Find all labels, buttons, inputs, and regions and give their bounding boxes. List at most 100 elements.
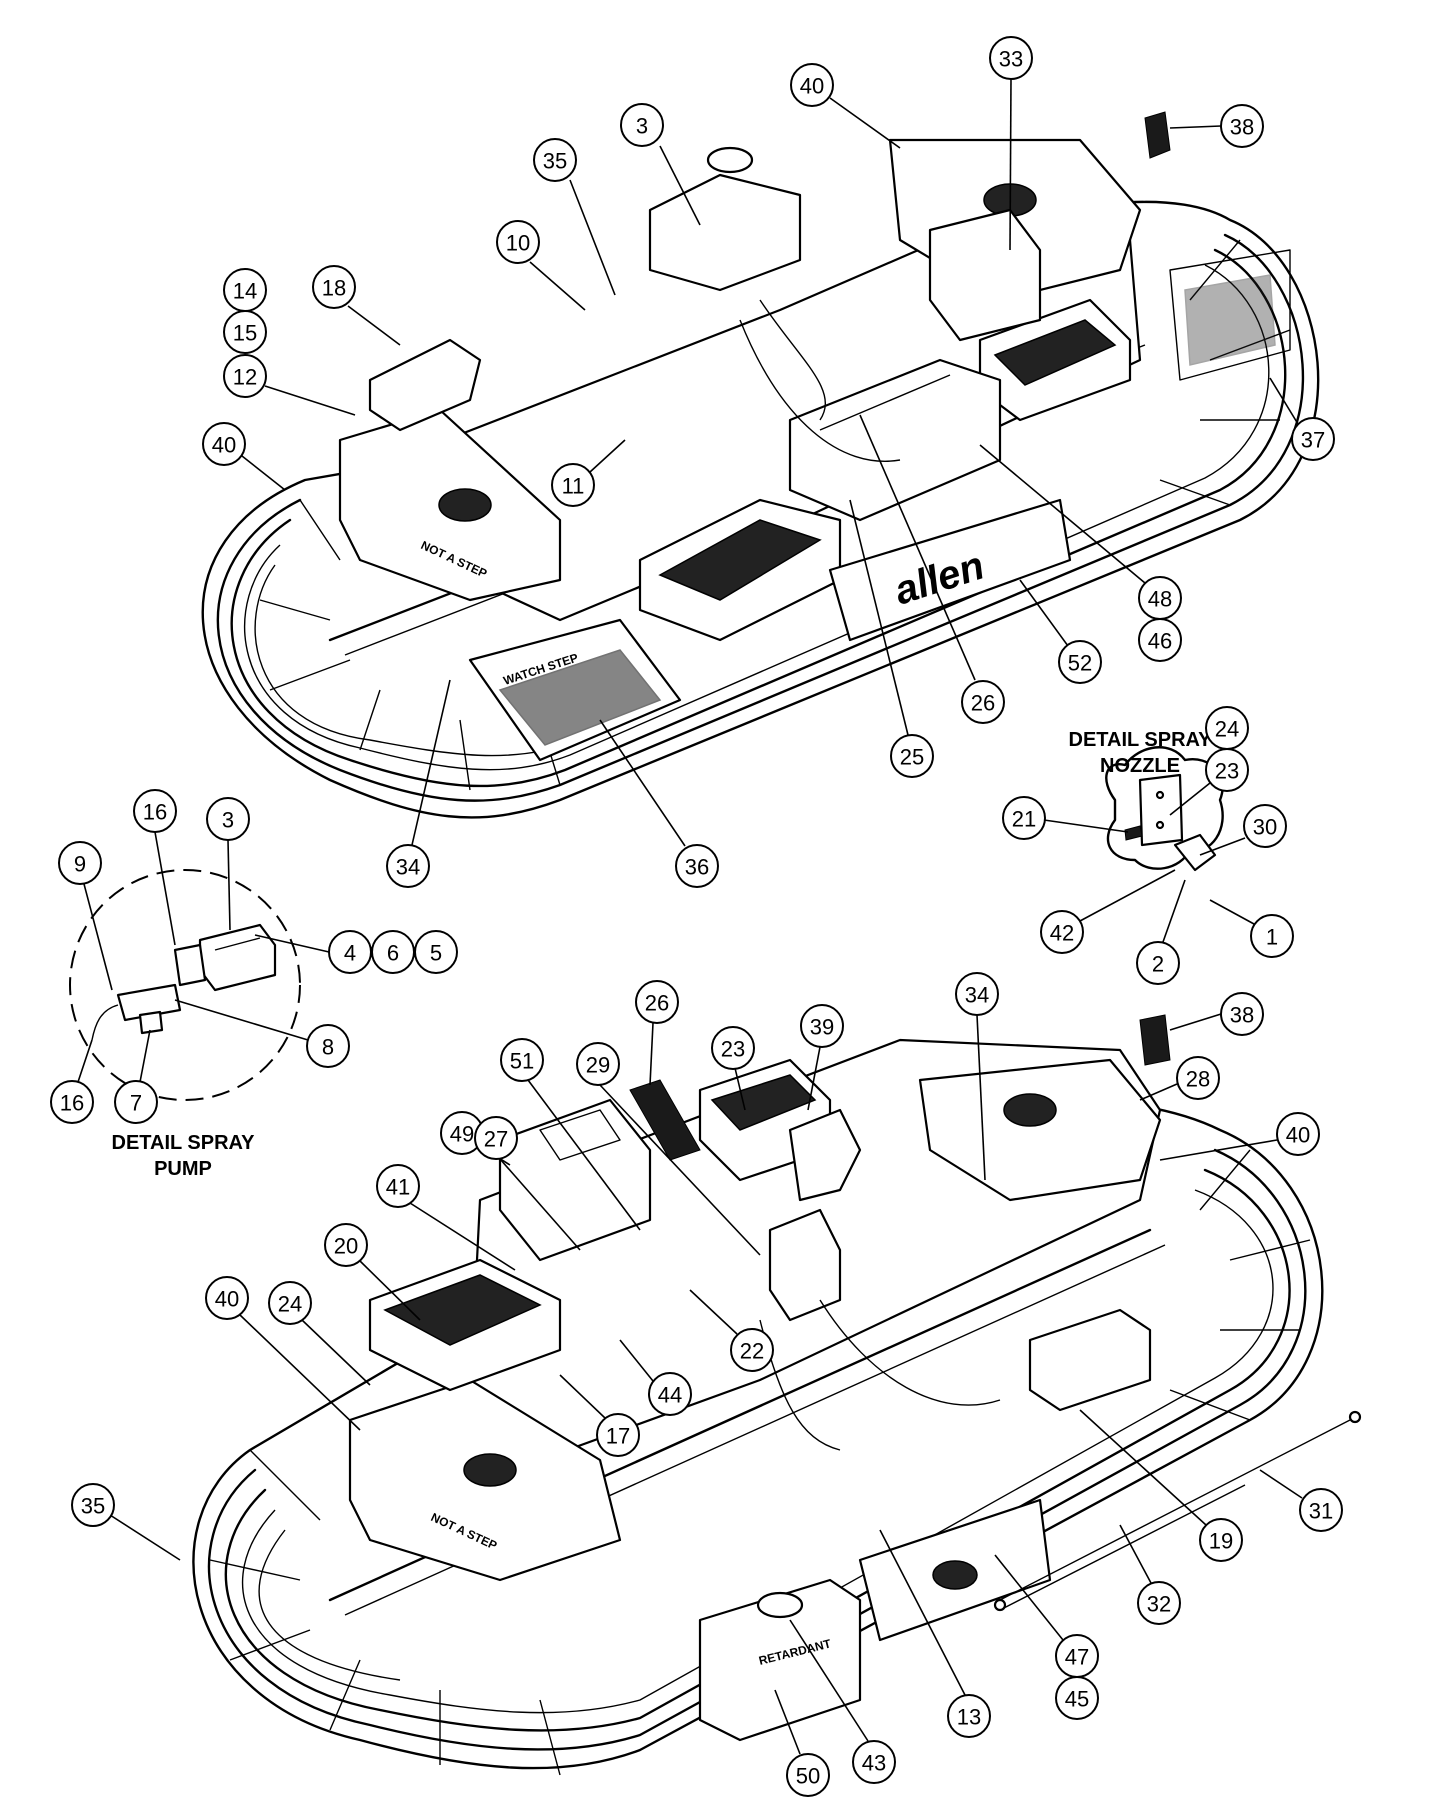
callout-number: 6 bbox=[387, 941, 399, 966]
callout-circle bbox=[312, 265, 356, 309]
callout-circle bbox=[206, 797, 250, 841]
callout-number: 23 bbox=[1215, 759, 1239, 784]
leader-line bbox=[1199, 837, 1246, 856]
leader-line bbox=[1169, 1013, 1222, 1031]
callout-bubble: 16 bbox=[50, 1080, 94, 1124]
callout-bubble: 12 bbox=[223, 354, 267, 398]
callout-bubble: 2 bbox=[1136, 941, 1180, 985]
callout-bubble: 24 bbox=[268, 1281, 312, 1325]
callout-number: 4 bbox=[344, 941, 356, 966]
leader-line bbox=[264, 385, 356, 416]
callouts-top: 40 33 38 3 35 10 14 15 18 12 40 11 37 48… bbox=[202, 36, 1335, 888]
callout-bubble: 38 bbox=[1220, 992, 1264, 1036]
leader-line bbox=[859, 414, 976, 681]
leader-line bbox=[301, 1319, 371, 1386]
callout-number: 8 bbox=[322, 1035, 334, 1060]
leader-line bbox=[241, 455, 286, 491]
callout-number: 39 bbox=[810, 1015, 834, 1040]
callout-circle bbox=[1137, 1581, 1181, 1625]
callout-number: 28 bbox=[1186, 1067, 1210, 1092]
callout-circle bbox=[635, 980, 679, 1024]
callout-circle bbox=[306, 1024, 350, 1068]
callout-circle bbox=[1040, 910, 1084, 954]
callout-bubble: 44 bbox=[648, 1372, 692, 1416]
callout-circle bbox=[551, 463, 595, 507]
leader-line bbox=[77, 1039, 93, 1083]
leader-line bbox=[1139, 1083, 1178, 1101]
callout-bubble: 1 bbox=[1250, 914, 1294, 958]
callout-number: 32 bbox=[1147, 1592, 1171, 1617]
callout-number: 35 bbox=[543, 149, 567, 174]
leader-line bbox=[1162, 879, 1186, 943]
callout-number: 15 bbox=[233, 321, 257, 346]
leader-line bbox=[879, 1529, 966, 1696]
leader-line bbox=[649, 1022, 654, 1086]
callout-bubble: 51 bbox=[500, 1038, 544, 1082]
callout-circle bbox=[730, 1328, 774, 1372]
callout-bubble: 22 bbox=[730, 1328, 774, 1372]
callout-circle bbox=[114, 1080, 158, 1124]
callout-number: 3 bbox=[636, 114, 648, 139]
callout-circle bbox=[1058, 640, 1102, 684]
callout-bubble: 26 bbox=[635, 980, 679, 1024]
callout-circle bbox=[989, 36, 1033, 80]
callout-bubble: 50 bbox=[786, 1753, 830, 1797]
callout-circle bbox=[1138, 618, 1182, 662]
callout-number: 40 bbox=[212, 433, 236, 458]
leader-line bbox=[174, 999, 309, 1041]
callout-circle bbox=[205, 1276, 249, 1320]
callout-circle bbox=[596, 1413, 640, 1457]
callout-number: 1 bbox=[1266, 925, 1278, 950]
callout-bubble: 17 bbox=[596, 1413, 640, 1457]
leader-line bbox=[154, 831, 176, 946]
leader-line bbox=[1269, 377, 1299, 425]
callout-bubble: 40 bbox=[205, 1276, 249, 1320]
callout-circle bbox=[133, 789, 177, 833]
leader-line bbox=[689, 1289, 738, 1335]
leader-line bbox=[1169, 782, 1211, 816]
leader-line bbox=[994, 1554, 1064, 1641]
callout-bubble: 19 bbox=[1199, 1518, 1243, 1562]
leader-line bbox=[254, 934, 330, 953]
callouts-pump-detail: 16 3 9 4 6 5 8 16 7 bbox=[50, 789, 458, 1124]
callout-bubble: 31 bbox=[1299, 1488, 1343, 1532]
leader-line bbox=[1209, 899, 1255, 925]
callout-number: 16 bbox=[60, 1091, 84, 1116]
callout-bubble: 28 bbox=[1176, 1056, 1220, 1100]
callout-bubble: 33 bbox=[989, 36, 1033, 80]
callout-number: 21 bbox=[1012, 807, 1036, 832]
callout-bubble: 40 bbox=[202, 422, 246, 466]
callout-number: 48 bbox=[1148, 587, 1172, 612]
callout-number: 2 bbox=[1152, 952, 1164, 977]
callout-bubble: 8 bbox=[306, 1024, 350, 1068]
callout-number: 17 bbox=[606, 1424, 630, 1449]
callout-number: 27 bbox=[484, 1127, 508, 1152]
leader-line bbox=[976, 1014, 986, 1181]
callout-bubble: 26 bbox=[961, 680, 1005, 724]
callout-number: 14 bbox=[233, 279, 257, 304]
callout-circle bbox=[223, 354, 267, 398]
callout-bubble: 5 bbox=[414, 930, 458, 974]
callout-bubble: 49 bbox=[440, 1111, 484, 1155]
leader-line bbox=[849, 499, 909, 736]
callout-bubble: 34 bbox=[386, 844, 430, 888]
leader-line bbox=[807, 1046, 821, 1111]
callout-bubble: 41 bbox=[376, 1164, 420, 1208]
callout-circle bbox=[852, 1740, 896, 1784]
callouts-bottom: 26 34 38 39 51 29 23 28 49 27 40 41 20 4… bbox=[71, 972, 1343, 1797]
callout-bubble: 4 bbox=[328, 930, 372, 974]
callout-circle bbox=[1291, 417, 1335, 461]
leader-line bbox=[559, 1374, 606, 1419]
callout-circle bbox=[474, 1116, 518, 1160]
callout-number: 26 bbox=[971, 691, 995, 716]
callout-number: 51 bbox=[510, 1049, 534, 1074]
callout-number: 11 bbox=[562, 474, 585, 499]
callout-circle bbox=[711, 1026, 755, 1070]
callout-number: 49 bbox=[450, 1122, 474, 1147]
callout-circle bbox=[1276, 1112, 1320, 1156]
callout-number: 45 bbox=[1065, 1687, 1089, 1712]
callout-bubble: 6 bbox=[371, 930, 415, 974]
callout-number: 3 bbox=[222, 808, 234, 833]
leader-line bbox=[239, 1314, 361, 1431]
leader-line bbox=[1159, 1139, 1278, 1161]
